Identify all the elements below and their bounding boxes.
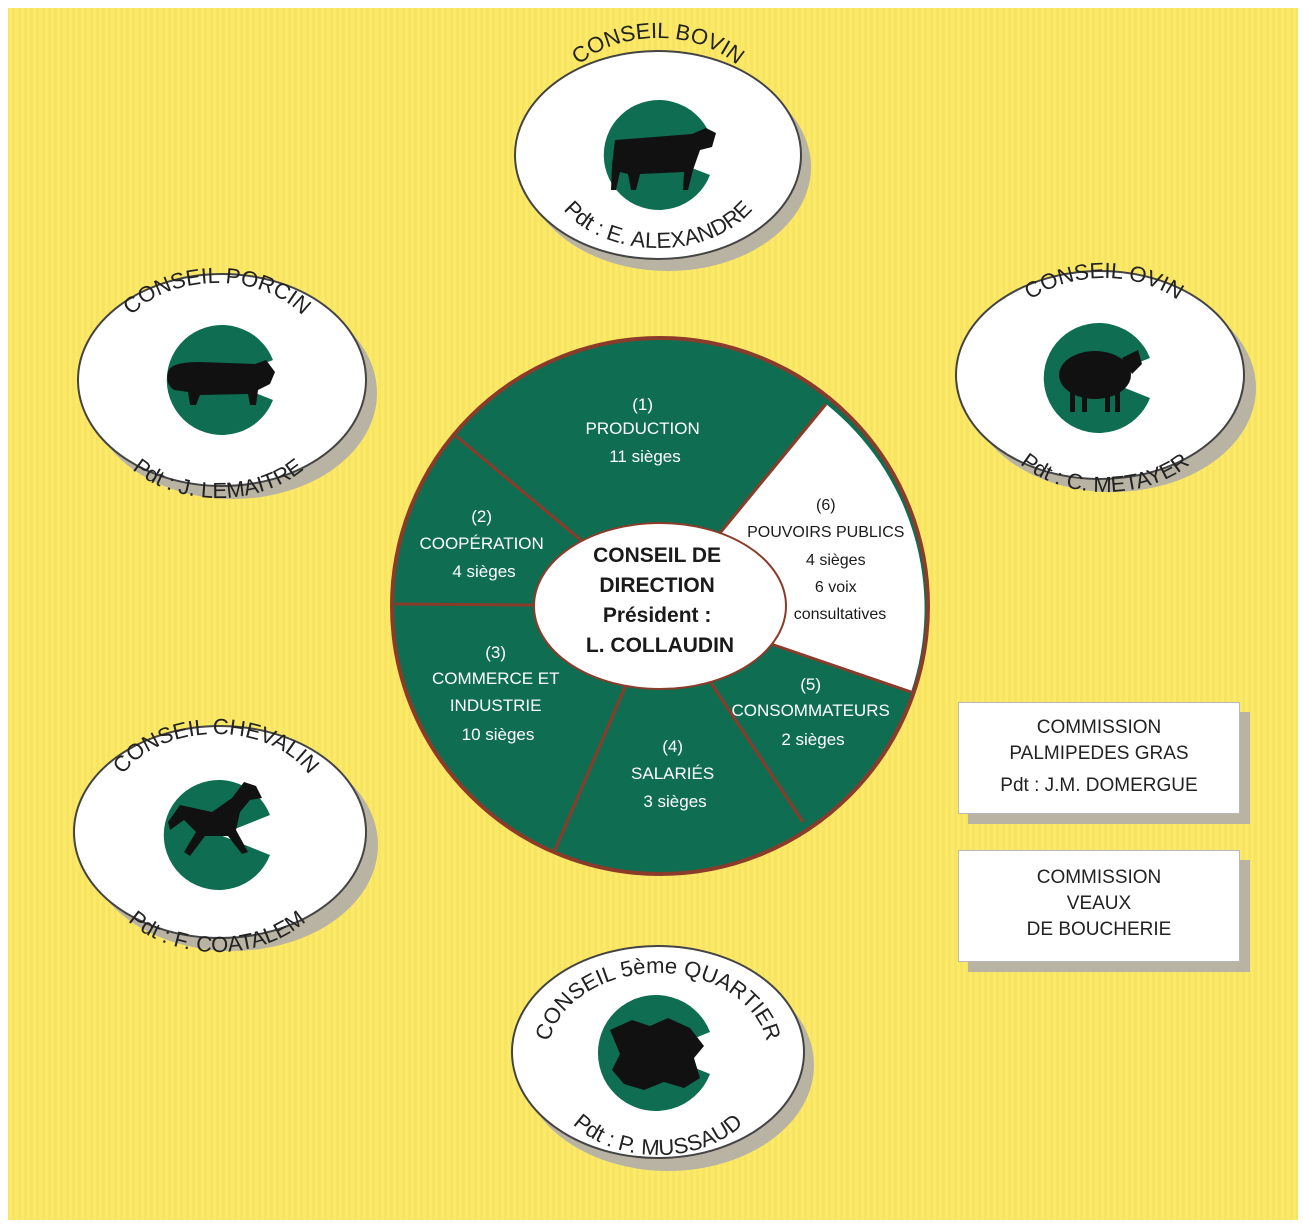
center-line-3: Président : xyxy=(603,604,712,627)
center-ellipse xyxy=(533,522,787,690)
horse-icon xyxy=(168,782,262,856)
conseil-5eme-quartier-badge: CONSEIL 5ème QUARTIER Pdt : P. MUSSAUD xyxy=(511,945,814,1171)
sector-cooperation-label: (2) COOPÉRATION 4 sièges xyxy=(419,507,548,581)
sheep-icon xyxy=(1059,350,1142,412)
commission-palmipedes-line-1: COMMISSION xyxy=(1036,717,1162,738)
commission-veaux-box: COMMISSION VEAUX DE BOUCHERIE xyxy=(958,850,1240,962)
center-title: CONSEIL DE DIRECTION Président : L. COLL… xyxy=(586,544,734,657)
commission-veaux-line-1: COMMISSION xyxy=(1036,867,1162,888)
conseil-porcin-badge: CONSEIL PORCIN Pdt : J. LEMAITRE xyxy=(77,263,377,503)
conseil-ovin-badge: CONSEIL OVIN Pdt : C. METAYER xyxy=(955,258,1256,497)
cow-icon xyxy=(611,128,716,190)
conseil-chevalin-badge: CONSEIL CHEVALIN Pdt : F. COATALEM xyxy=(73,714,378,957)
conseil-de-direction-wheel: CONSEIL DE DIRECTION Président : L. COLL… xyxy=(390,336,930,876)
commission-veaux-line-2: VEAUX xyxy=(1066,893,1132,914)
center-line-4: L. COLLAUDIN xyxy=(586,634,734,657)
sector-production-label: (1) PRODUCTION 11 sièges xyxy=(585,395,704,466)
commission-palmipedes-line-2: PALMIPEDES GRAS xyxy=(1009,743,1189,764)
conseil-bovin-badge: CONSEIL BOVIN Pdt : E. ALEXANDRE xyxy=(514,18,811,271)
sector-consommateurs-label: (5) CONSOMMATEURS 2 sièges xyxy=(731,675,894,749)
commission-veaux-line-3: DE BOUCHERIE xyxy=(1026,919,1172,940)
sector-salaries-label: (4) SALARIÉS 3 sièges xyxy=(631,737,719,811)
commission-palmipedes-line-3: Pdt : J.M. DOMERGUE xyxy=(1000,775,1198,796)
hide-icon xyxy=(610,1018,704,1090)
sector-pouvoirs-publics-label: (6) POUVOIRS PUBLICS 4 sièges 6 voix con… xyxy=(747,497,909,623)
sector-commerce-label: (3) COMMERCE ET INDUSTRIE 10 sièges xyxy=(432,643,564,744)
center-line-1: CONSEIL DE xyxy=(593,544,721,567)
commission-palmipedes-box: COMMISSION PALMIPEDES GRAS Pdt : J.M. DO… xyxy=(958,702,1240,814)
pig-icon xyxy=(167,360,275,405)
center-line-2: DIRECTION xyxy=(599,574,715,597)
